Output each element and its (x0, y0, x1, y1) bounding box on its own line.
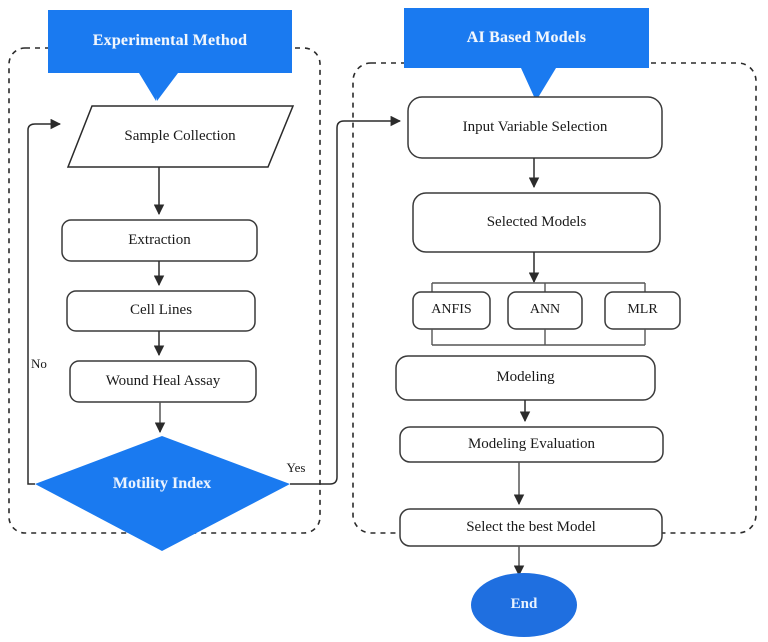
node-select-best-model[interactable] (399, 508, 663, 547)
node-motility-index[interactable] (35, 436, 290, 551)
banner-tail-experimental-method (150, 73, 178, 101)
edge-no-loop (27, 118, 62, 485)
banner-experimental-method (48, 10, 292, 101)
node-ann[interactable] (507, 291, 583, 330)
node-input-variable-selection[interactable] (407, 96, 663, 159)
node-extraction[interactable] (61, 219, 258, 262)
node-wound-heal-assay[interactable] (69, 360, 257, 403)
edge-yes-path (290, 115, 402, 485)
node-anfis[interactable] (412, 291, 491, 330)
banner-tail-ai-based-models (527, 68, 556, 101)
node-cell-lines[interactable] (66, 290, 256, 332)
node-modeling-evaluation[interactable] (399, 426, 664, 463)
node-mlr[interactable] (604, 291, 681, 330)
node-sample-collection[interactable] (66, 105, 295, 168)
node-selected-models[interactable] (412, 192, 661, 253)
node-end[interactable] (471, 573, 577, 637)
banner-ai-based-models (404, 8, 649, 101)
node-modeling[interactable] (395, 355, 656, 401)
